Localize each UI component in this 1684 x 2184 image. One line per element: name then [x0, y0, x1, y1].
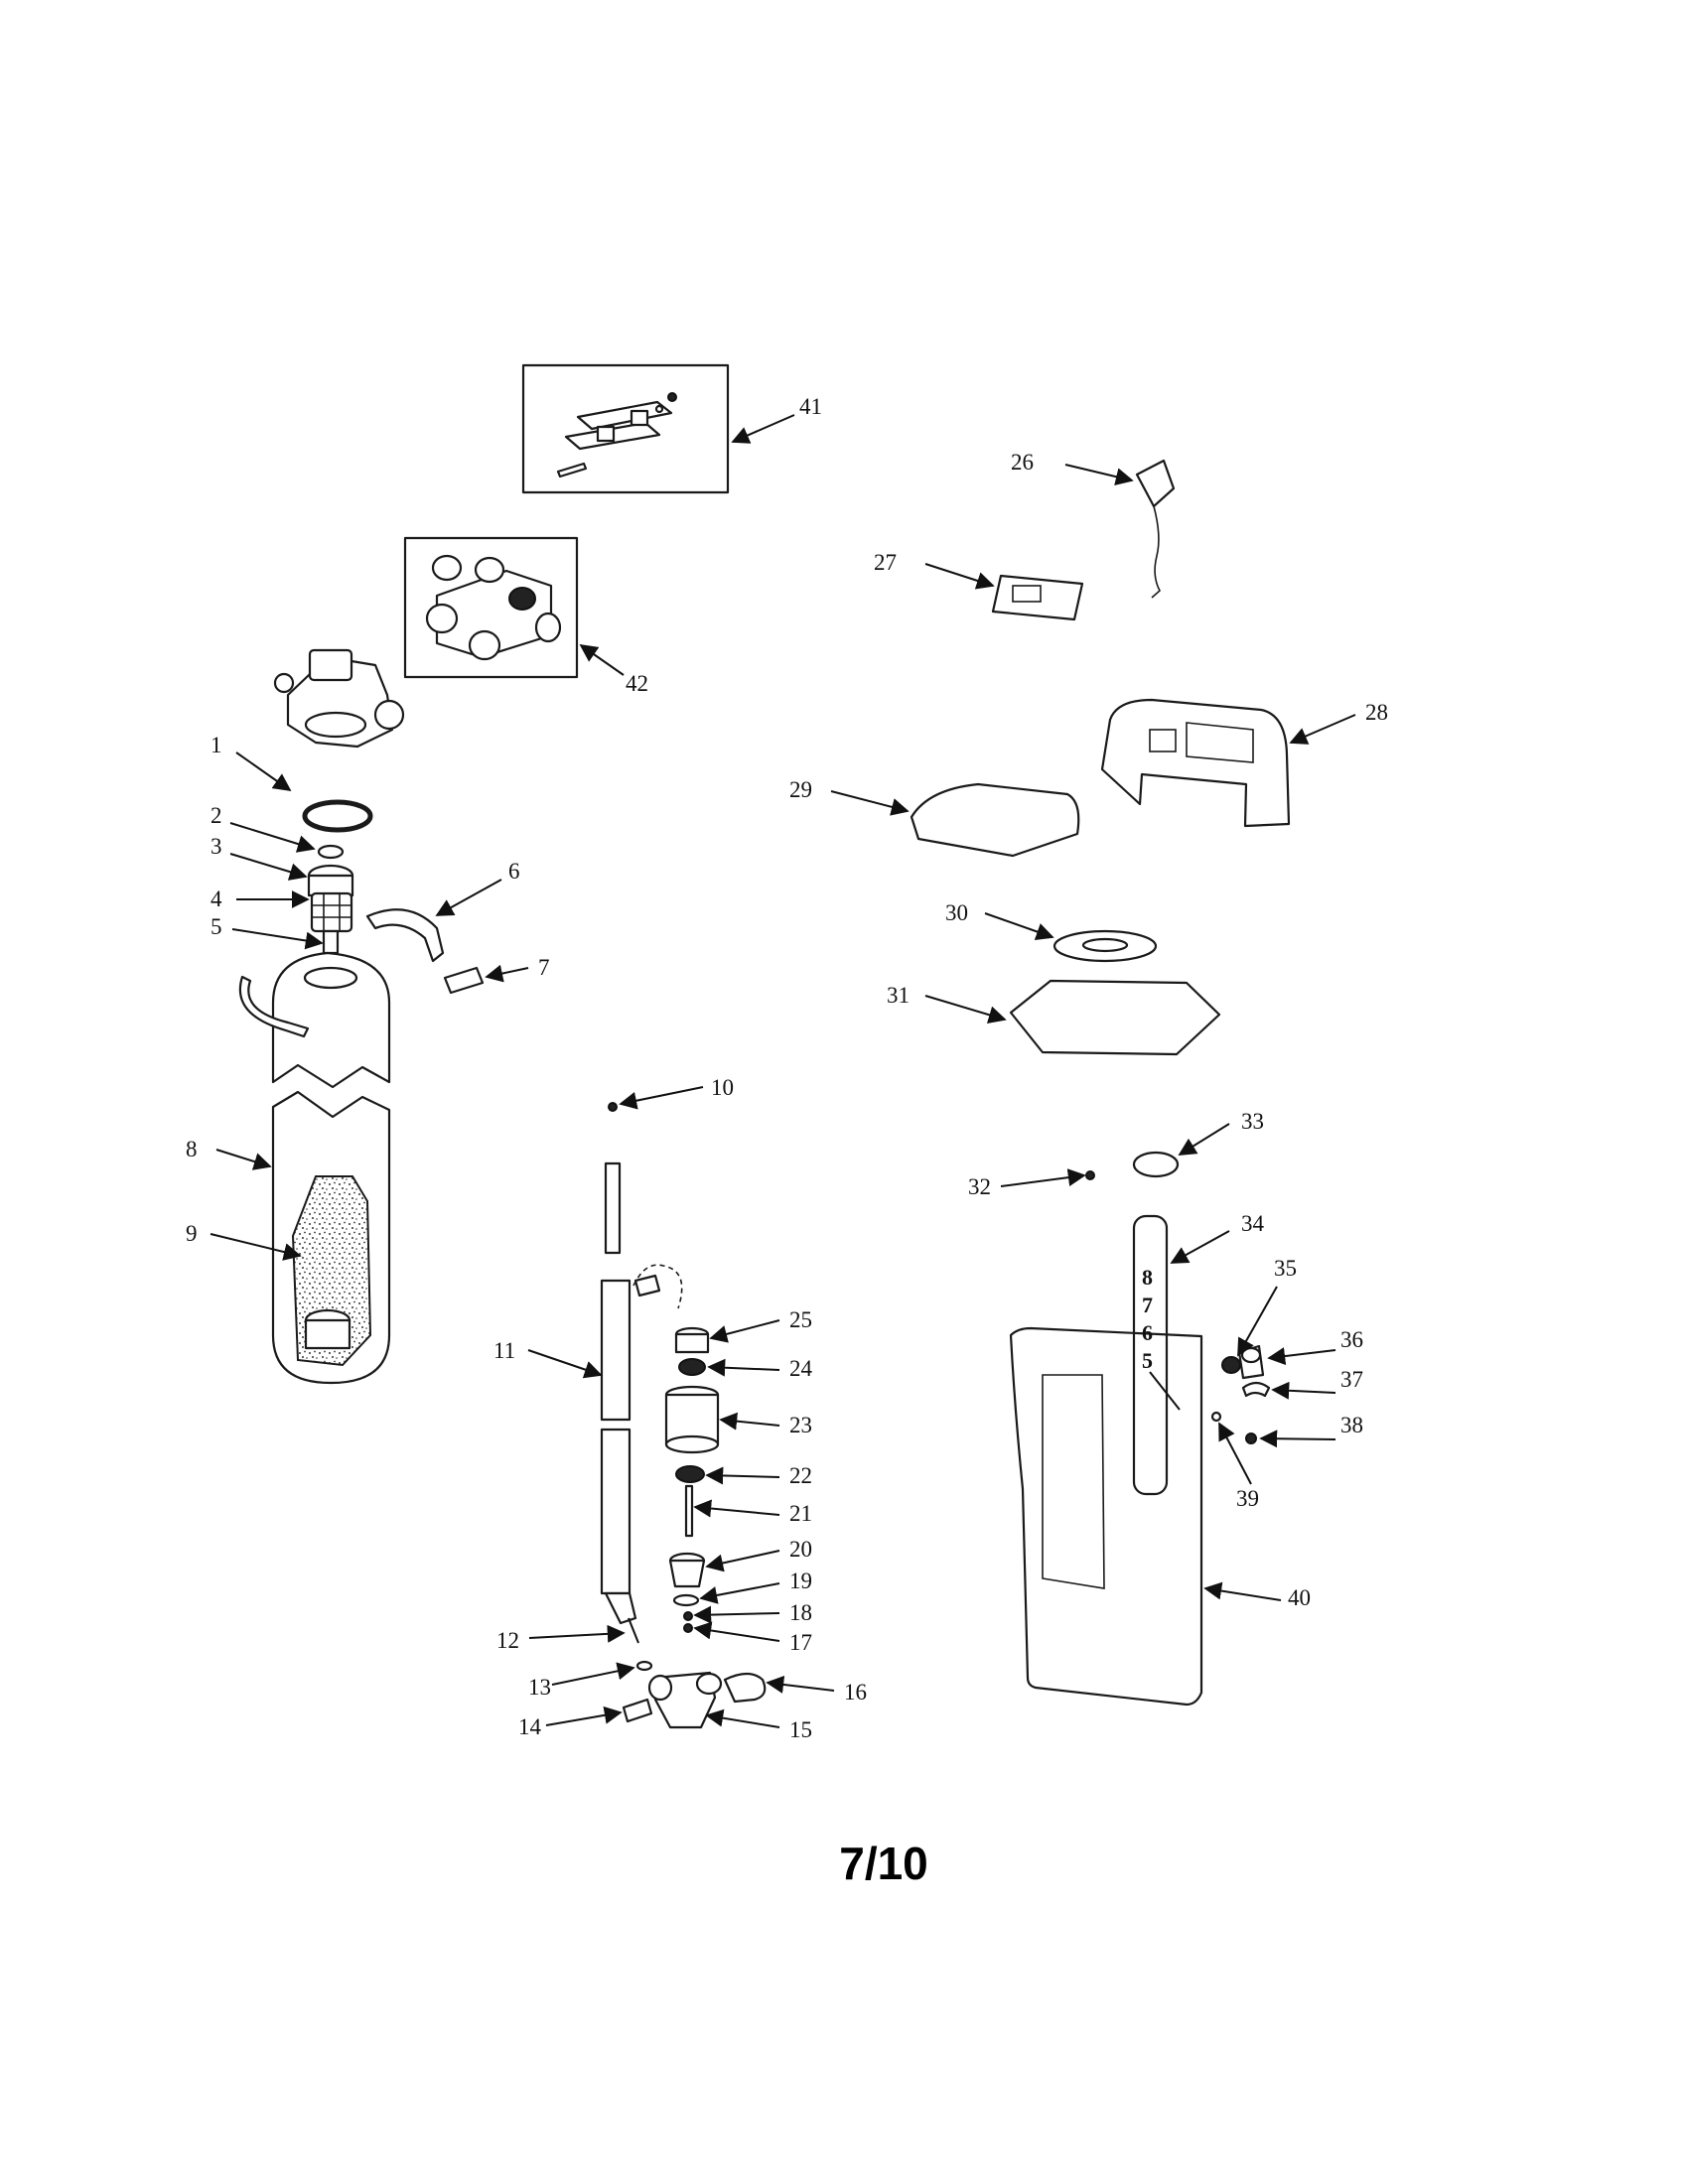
tube-scale-mark: 7 — [1142, 1293, 1153, 1317]
control-valve-head — [273, 648, 405, 749]
callout-18: 18 — [789, 1600, 812, 1625]
callout-23: 23 — [789, 1413, 812, 1437]
callout-15: 15 — [789, 1717, 812, 1742]
part-15-air-check-body — [647, 1671, 723, 1729]
part-26-transformer — [1135, 459, 1176, 599]
part-41-bracket-kit — [521, 363, 730, 494]
part-10-plug — [608, 1102, 618, 1112]
part-7-retainer — [443, 966, 485, 995]
callout-24: 24 — [789, 1356, 813, 1381]
leader-arrows — [210, 414, 1356, 1728]
callout-22: 22 — [789, 1463, 812, 1488]
callout-36: 36 — [1340, 1327, 1363, 1352]
part-22-grommet — [675, 1465, 705, 1483]
part-18-ball — [683, 1611, 693, 1621]
callout-6: 6 — [508, 859, 520, 884]
part-19-washer — [672, 1593, 700, 1607]
part-29-salt-lid — [910, 782, 1080, 858]
part-4-screen — [310, 891, 353, 933]
callout-9: 9 — [186, 1221, 198, 1246]
part-35-elbow — [1221, 1356, 1241, 1374]
part-20-check-valve — [668, 1552, 706, 1588]
part-12-pin — [628, 1617, 639, 1644]
callout-7: 7 — [538, 955, 550, 980]
part-17-ball — [683, 1623, 693, 1633]
part-1-o-ring — [302, 799, 373, 833]
part-24-grommet — [678, 1358, 706, 1376]
callout-32: 32 — [968, 1174, 991, 1199]
callout-10: 10 — [711, 1075, 734, 1100]
callout-20: 20 — [789, 1537, 812, 1562]
callout-13: 13 — [528, 1675, 551, 1700]
part-14-clip — [622, 1698, 653, 1723]
callout-41: 41 — [799, 394, 822, 419]
part-31-lid-frame — [1009, 979, 1221, 1056]
part-39-o-ring — [1210, 1411, 1222, 1423]
cabinet-panel — [1042, 1374, 1105, 1589]
part-28-controller-cover — [1100, 698, 1291, 828]
part-40-brine-cabinet — [1009, 1326, 1203, 1706]
part-5-riser-tube — [322, 929, 340, 955]
callout-33: 33 — [1241, 1109, 1264, 1134]
part-6-clip — [365, 908, 445, 963]
callout-4: 4 — [210, 887, 222, 911]
page-number: 7/10 — [839, 1838, 928, 1889]
part-13-o-ring — [635, 1660, 653, 1672]
callout-35: 35 — [1274, 1256, 1297, 1281]
callout-12: 12 — [496, 1628, 519, 1653]
callout-34: 34 — [1241, 1211, 1265, 1236]
callout-8: 8 — [186, 1137, 198, 1161]
callout-14: 14 — [518, 1714, 542, 1739]
part-30-gasket — [1052, 929, 1158, 963]
callout-29: 29 — [789, 777, 812, 802]
callout-19: 19 — [789, 1569, 812, 1593]
part-16-clip — [723, 1672, 767, 1704]
callout-1: 1 — [210, 733, 222, 757]
part-23-float — [664, 1385, 720, 1454]
part-37-clamp — [1241, 1381, 1271, 1398]
part-34-brine-well — [1132, 1214, 1169, 1496]
callout-2: 2 — [210, 803, 222, 828]
callout-25: 25 — [789, 1307, 812, 1332]
callout-37: 37 — [1340, 1367, 1363, 1392]
part-33-cap — [1132, 1151, 1180, 1178]
tube-scale-mark: 8 — [1142, 1265, 1153, 1290]
callout-27: 27 — [874, 550, 897, 575]
callout-42: 42 — [626, 671, 648, 696]
part-32-ball — [1085, 1170, 1095, 1180]
callout-17: 17 — [789, 1630, 812, 1655]
callout-40: 40 — [1288, 1585, 1311, 1610]
part-25-float-top — [674, 1326, 710, 1354]
callout-31: 31 — [887, 983, 910, 1008]
tube-scale-mark: 5 — [1142, 1348, 1153, 1373]
callout-3: 3 — [210, 834, 222, 859]
part-36-overflow-fitting — [1237, 1344, 1265, 1380]
callout-28: 28 — [1365, 700, 1388, 725]
callout-5: 5 — [210, 914, 222, 939]
part-2-o-ring — [317, 844, 345, 860]
part-42-bypass-valve — [403, 536, 579, 679]
callout-26: 26 — [1011, 450, 1034, 475]
part-9-resin-distributor — [291, 1175, 372, 1367]
part-3-cap — [307, 864, 354, 897]
callout-21: 21 — [789, 1501, 812, 1526]
callout-labels: 1 2 3 4 5 6 7 8 9 10 11 12 13 14 15 16 1… — [186, 394, 1388, 1742]
part-38-washer — [1245, 1433, 1257, 1444]
callout-39: 39 — [1236, 1486, 1259, 1511]
tube-scale-mark: 6 — [1142, 1320, 1153, 1345]
callout-16: 16 — [844, 1680, 867, 1705]
part-27-display-label — [991, 574, 1084, 621]
part-11-brine-tube — [600, 1161, 683, 1625]
part-21-float-rod — [684, 1484, 694, 1538]
callout-38: 38 — [1340, 1413, 1363, 1437]
callout-30: 30 — [945, 900, 968, 925]
callout-11: 11 — [493, 1338, 515, 1363]
